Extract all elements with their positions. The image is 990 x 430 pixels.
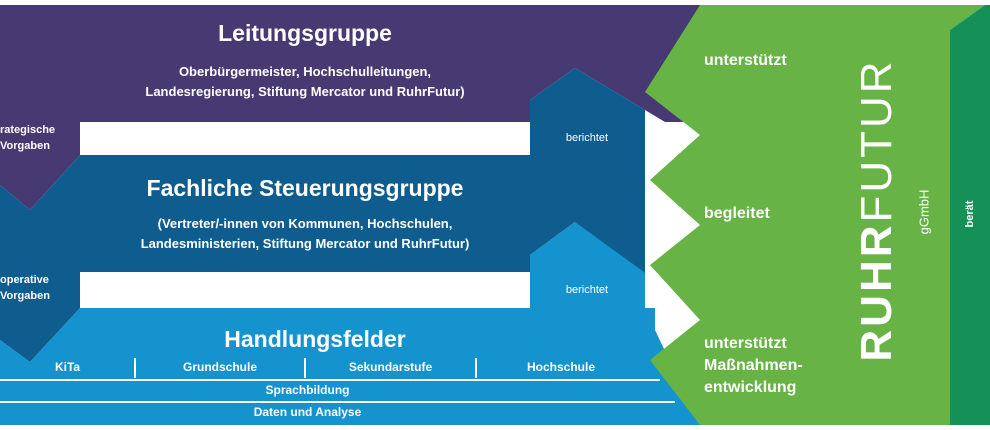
strategische-line1: rategische [0,124,56,136]
column-sekundarstufe: Sekundarstufe [348,360,433,374]
ruhrfutur-green-panel [645,5,985,425]
handlungsfelder-shape [0,222,700,425]
leitungsgruppe-members-line1: Oberbürgermeister, Hochschulleitungen, [178,64,432,79]
steuerungsgruppe-title: Fachliche Steuerungsgruppe [146,175,464,201]
leitungsgruppe-members: Oberbürgermeister, Hochschulleitungen, L… [145,62,464,102]
unterstuetzt-label: unterstützt [704,52,787,69]
berichtet-lower-label: berichtet [565,284,609,296]
brand-bold: RUHR [852,222,901,362]
column-kita: KiTa [54,360,81,374]
strategische-vorgaben-label: rategische Vorgaben [0,122,55,154]
leitungsgruppe-shape [0,5,700,210]
berat-label: berät [964,200,976,228]
leitungsgruppe-members-line2: Landesregierung, Stiftung Mercator und R… [145,84,465,99]
operative-line2: Vorgaben [0,290,50,302]
brand-light: FUTUR [852,58,901,223]
column-hochschule: Hochschule [526,360,595,374]
upper-input-band [80,122,530,155]
steuerungsgruppe-members: (Vertreter/-innen von Kommunen, Hochschu… [141,214,470,254]
steuerungsgruppe-shape [0,68,645,362]
row-sprachbildung: Sprachbildung [265,383,350,397]
row-daten-und-analyse: Daten und Analyse [253,405,362,419]
operative-vorgaben-label: operative Vorgaben [0,272,50,304]
steuerungsgruppe-members-line1: (Vertreter/-innen von Kommunen, Hochschu… [157,216,453,231]
berichtet-upper-label: berichtet [565,132,609,144]
operative-line1: operative [0,274,49,286]
massnahmen-line2: Maßnahmen- [704,357,803,374]
lower-input-band [80,272,530,308]
steuerungsgruppe-members-line2: Landesministerien, Stiftung Mercator und… [140,236,470,251]
leitungsgruppe-title: Leitungsgruppe [218,20,392,46]
column-separators [0,358,675,403]
massnahmen-line1: unterstützt [704,335,787,352]
begleitet-label: begleitet [704,205,770,222]
strategische-line2: Vorgaben [0,140,50,152]
brand-suffix: gGmbH [916,189,932,235]
berat-side-strip [950,5,990,425]
handlungsfelder-title: Handlungsfelder [224,326,406,352]
massnahmen-line3: entwicklung [704,379,797,396]
ruhrfutur-logo: RUHRFUTUR [852,58,901,362]
massnahmen-label: unterstützt Maßnahmen- entwicklung [704,333,803,399]
column-grundschule: Grundschule [182,360,257,374]
